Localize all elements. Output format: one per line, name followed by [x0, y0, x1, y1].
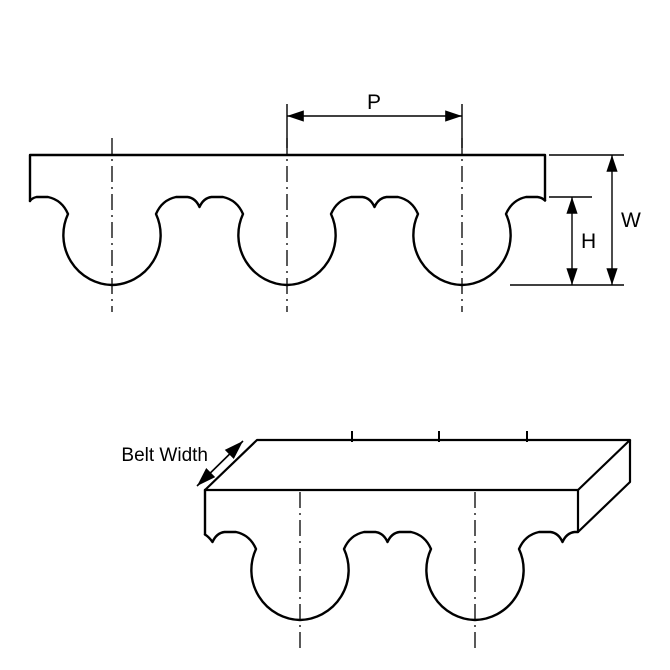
belt-end-face — [576, 440, 632, 534]
belt-cross-section-view: P W H — [28, 91, 641, 312]
belt-body-outline — [28, 153, 547, 203]
belt-top-surface — [203, 438, 632, 492]
overall-height-dimension: W — [510, 154, 641, 286]
belt-tooth-profile — [28, 195, 547, 287]
belt-width-label: Belt Width — [121, 445, 208, 466]
tooth-height-dimension: H — [549, 196, 596, 285]
belt-isometric-view: Belt Width — [121, 431, 632, 652]
tooth-height-label: H — [581, 230, 596, 253]
overall-height-label: W — [621, 209, 641, 232]
belt-width-arrow — [196, 440, 244, 487]
pitch-dimension: P — [286, 91, 463, 148]
pitch-label: P — [367, 91, 381, 114]
belt-width-callout: Belt Width — [121, 440, 244, 487]
belt-front-tooth-profile — [203, 530, 580, 622]
